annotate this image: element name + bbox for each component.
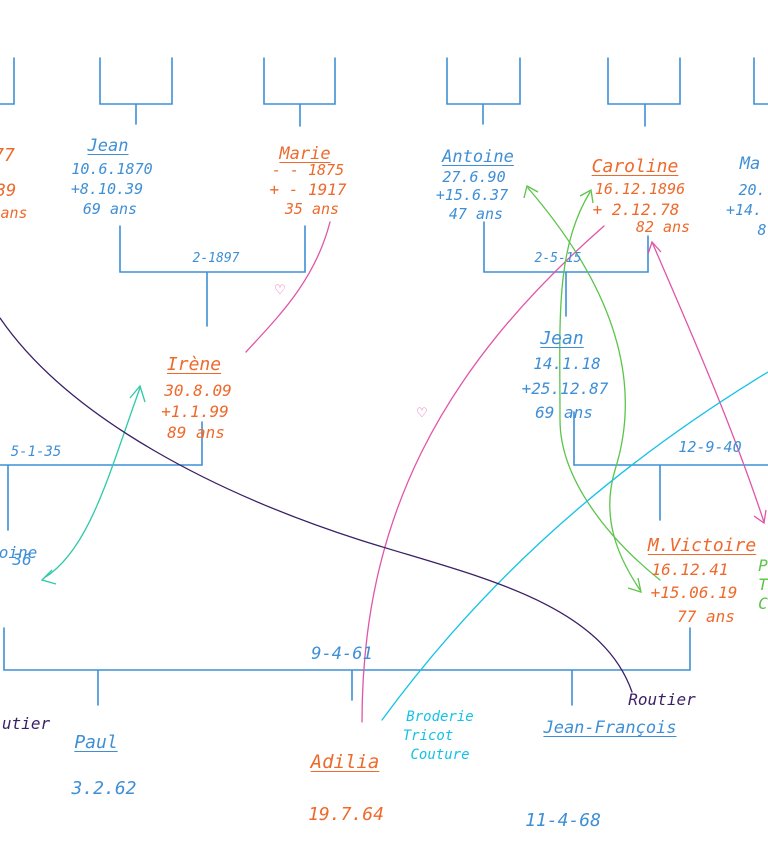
left-edge-date-2: 39 [0, 181, 17, 201]
right-edge-mid-line-2: T [758, 575, 768, 594]
left-edge-mid-date: 36 [12, 550, 32, 569]
green-arrow-caroline-victoire [559, 191, 661, 581]
bracket-antoine-parents [446, 57, 521, 125]
adilia-hobby-2: Tricot [402, 728, 454, 744]
bracket-jean-parents [99, 57, 173, 125]
green-arrowhead-top [523, 185, 539, 199]
caroline-age: 82 ans [635, 218, 691, 236]
antoine-age: 47 ans [448, 205, 504, 223]
bracket-marriage-1961 [3, 627, 691, 706]
irene-name[interactable]: Irène [166, 354, 222, 375]
pink-arrowhead-bottom [753, 509, 767, 525]
marriage-1940-label: 12-9-40 [678, 438, 742, 456]
bracket-top-right-edge [753, 57, 768, 105]
left-edge-age: ans [0, 204, 28, 222]
pink-arrow-caroline-victoire [651, 241, 765, 523]
routier-note-right: Routier [628, 690, 696, 709]
marie-death: + - 1917 [269, 180, 347, 199]
bracket-marriage-1897 [119, 225, 306, 327]
bracket-marriage-1935 [0, 421, 203, 531]
right-edge-mid-line-3: C [758, 594, 768, 613]
teal-arrowhead-bottom [40, 569, 57, 585]
irene-age: 89 ans [167, 423, 225, 442]
pink-arrowhead-top [647, 240, 662, 255]
jean-1918-death: +25.12.87 [521, 379, 609, 398]
pink-curve-adilia-caroline [361, 225, 605, 723]
adilia-hobby-3: Couture [410, 747, 470, 763]
right-edge-top-date-1: 20. [738, 181, 766, 199]
caroline-death: + 2.12.78 [592, 200, 680, 219]
jean-1870-age: 69 ans [82, 200, 138, 218]
caroline-birth: 16.12.1896 [594, 180, 686, 198]
teal-arrowhead-top [129, 384, 146, 403]
marriage-1897-label: 2-1897 [192, 251, 240, 266]
marriage-1915-label: 2-5-15 [534, 251, 582, 266]
right-edge-top-date-2: +14. [725, 201, 763, 219]
jean-1870-name[interactable]: Jean [87, 136, 129, 156]
marie-age: 35 ans [284, 200, 340, 218]
left-edge-date-1: 77 [0, 145, 15, 166]
routier-note-left: utier [1, 714, 51, 733]
m-victoire-birth: 16.12.41 [651, 560, 729, 579]
marriage-1935-label: 5-1-35 [10, 444, 62, 460]
adilia-birth: 19.7.64 [308, 804, 384, 825]
purple-curve-routier [0, 317, 633, 693]
jean-1918-age: 69 ans [535, 403, 593, 422]
marie-birth: - - 1875 [271, 161, 345, 179]
pink-curve-marie-irene [245, 221, 331, 353]
jean-1918-name[interactable]: Jean [540, 328, 584, 349]
left-edge-mid-name: oine [0, 543, 38, 562]
jean-1870-birth: 10.6.1870 [71, 160, 153, 178]
cyan-curve-adilia-right [381, 371, 768, 721]
jean-1870-death: +8.10.39 [70, 180, 144, 198]
irene-birth: 30.8.09 [164, 381, 232, 400]
right-edge-mid-line-1: P [758, 556, 768, 575]
heart-icon-1: ♡ [275, 280, 285, 299]
tree-brackets [0, 57, 768, 706]
irene-death: +1.1.99 [161, 402, 229, 421]
heart-icon-2: ♡ [417, 403, 427, 422]
right-edge-top-date-3: 8 [757, 221, 767, 239]
right-edge-top-name: Ma [739, 154, 761, 174]
jean-1918-birth: 14.1.18 [533, 354, 601, 373]
adilia-hobby-1: Broderie [406, 709, 474, 725]
bracket-marriage-1940 [573, 411, 768, 521]
bracket-caroline-parents [607, 57, 681, 127]
jean-francois-name[interactable]: Jean-François [543, 718, 677, 738]
bracket-marie-parents [263, 57, 336, 127]
green-arrowhead-top-2 [579, 188, 594, 204]
connector-curves [0, 187, 768, 723]
jean-francois-birth: 11-4-68 [525, 810, 601, 831]
antoine-birth: 27.6.90 [442, 168, 506, 186]
marriage-1961-label: 9-4-61 [311, 644, 373, 664]
paul-name[interactable]: Paul [74, 732, 118, 753]
adilia-name[interactable]: Adilia [310, 751, 380, 773]
green-arrow-antoine-victoire [527, 187, 641, 591]
antoine-death: +15.6.37 [435, 186, 509, 204]
m-victoire-age: 77 ans [677, 607, 735, 626]
caroline-name[interactable]: Caroline [591, 156, 679, 177]
marie-name[interactable]: Marie [279, 144, 331, 164]
green-arrowhead-bottom [627, 577, 642, 593]
teal-arrow-irene-antoine [43, 387, 141, 579]
m-victoire-name[interactable]: M.Victoire [647, 535, 757, 556]
paul-birth: 3.2.62 [71, 778, 137, 799]
bracket-top-left-edge [0, 57, 15, 105]
antoine-name[interactable]: Antoine [442, 147, 514, 167]
arrowheads [40, 185, 767, 593]
m-victoire-death: +15.06.19 [650, 583, 738, 602]
